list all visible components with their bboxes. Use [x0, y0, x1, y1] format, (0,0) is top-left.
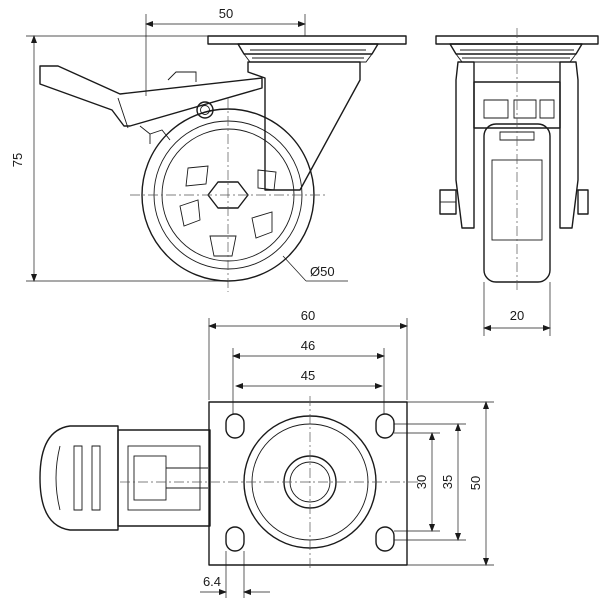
dim-slot-width: 6.4	[203, 574, 221, 589]
front-view-dimensions: 20	[483, 282, 551, 336]
top-view-dimensions: 60 46 45 50 35 30 6.4	[200, 308, 494, 598]
dim-top-offset: 50	[219, 6, 233, 21]
dim-plate-length: 60	[301, 308, 315, 323]
side-swivel-bearing	[237, 43, 379, 55]
dim-wheel-diameter: Ø50	[310, 264, 335, 279]
side-top-plate	[207, 35, 407, 45]
dim-hole-spacing-outer: 46	[301, 338, 315, 353]
dim-hole-width-outer: 35	[440, 475, 455, 489]
side-brake-lever	[39, 65, 263, 127]
side-fork	[247, 61, 361, 191]
slot-bottom-left	[225, 526, 245, 552]
side-view-dimensions: 50 75 Ø50	[10, 6, 348, 282]
dim-hole-width-inner: 30	[414, 475, 429, 489]
dim-wheel-width: 20	[510, 308, 524, 323]
slot-top-right	[375, 413, 395, 439]
dim-plate-width: 50	[468, 476, 483, 490]
side-view	[39, 35, 407, 292]
top-brake-pedal	[39, 425, 119, 531]
dim-overall-height: 75	[10, 153, 25, 167]
front-view	[435, 28, 599, 292]
slot-bottom-right	[375, 526, 395, 552]
top-plate	[208, 401, 408, 566]
slot-top-left	[225, 413, 245, 439]
dim-hole-spacing-inner: 45	[301, 368, 315, 383]
top-view	[39, 396, 420, 570]
